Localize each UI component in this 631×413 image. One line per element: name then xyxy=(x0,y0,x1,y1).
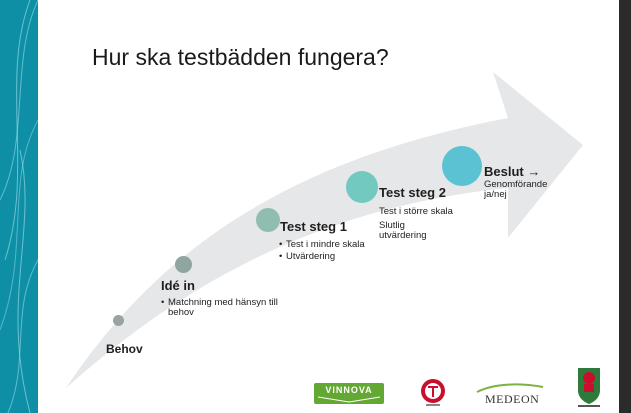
right-border xyxy=(619,0,631,413)
step-bullet: Matchning med hänsyn till behov xyxy=(161,298,306,318)
step-label-beslut: Beslut → xyxy=(484,164,541,179)
step-label-behov: Behov xyxy=(106,342,143,356)
step-details-test-steg-2: Test i större skala Slutlig utvärdering xyxy=(379,207,454,241)
step-bullet: Test i mindre skala xyxy=(279,240,374,251)
step-label-ide-in: Idé in xyxy=(161,278,195,293)
step-label-test-steg-1: Test steg 1 xyxy=(280,219,347,234)
slide-content: Hur ska testbädden fungera? Behov Idé in… xyxy=(38,0,619,413)
decorative-side-band xyxy=(0,0,38,413)
step-bullet: Utvärdering xyxy=(279,252,374,263)
vinnova-logo: VINNOVA xyxy=(314,383,384,404)
step-line: Slutlig utvärdering xyxy=(379,220,427,241)
step-details-beslut: Genomförande ja/nej xyxy=(484,180,569,200)
decorative-swirl-lines xyxy=(0,0,38,413)
step-label-test-steg-2: Test steg 2 xyxy=(379,185,446,200)
step-line: Genomförande ja/nej xyxy=(484,179,548,200)
step-dot-ide-in xyxy=(175,256,192,273)
step-line: Test i större skala xyxy=(379,206,453,217)
step-dot-test-steg-2 xyxy=(346,171,378,203)
step-dot-beslut xyxy=(442,146,482,186)
medeon-logo: MEDEON xyxy=(475,383,545,407)
step-dot-test-steg-1 xyxy=(256,208,280,232)
step-dot-behov xyxy=(113,315,124,326)
university-emblem-logo xyxy=(418,378,448,408)
step-details-ide-in: Matchning med hänsyn till behov xyxy=(161,298,306,318)
slide-title: Hur ska testbädden fungera? xyxy=(92,44,389,70)
malmo-city-crest-logo xyxy=(572,364,606,408)
step-details-test-steg-1: Test i mindre skala Utvärdering xyxy=(279,240,374,263)
